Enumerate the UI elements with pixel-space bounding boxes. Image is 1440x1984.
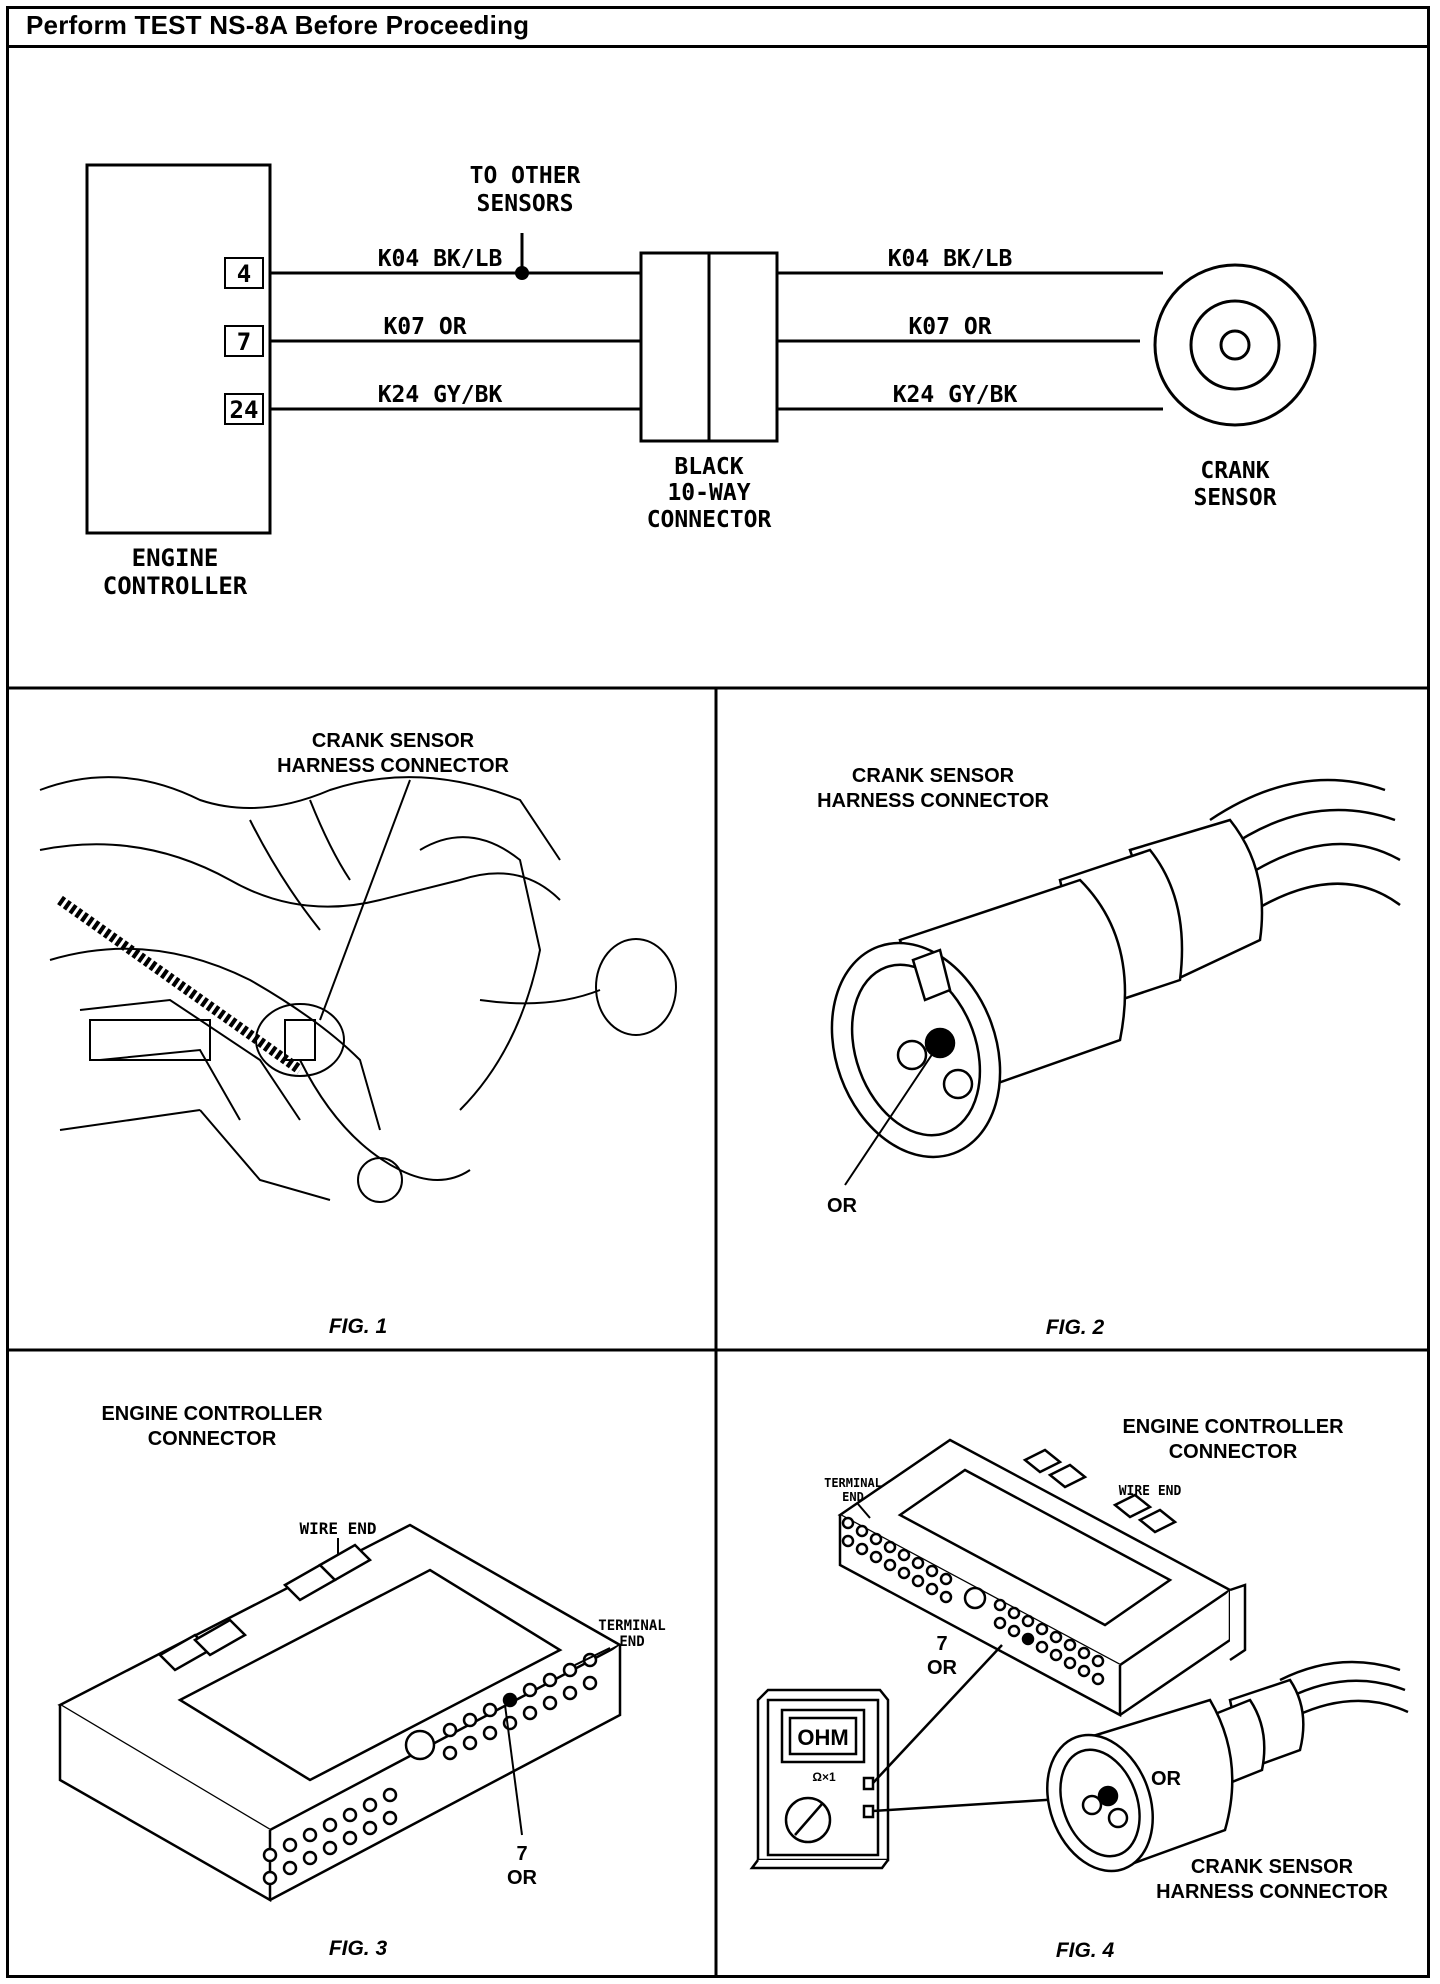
- crank-sensor-center: [1219, 329, 1251, 361]
- controller-label-1: ENGINE: [132, 544, 219, 572]
- ohmmeter: [749, 1688, 890, 1870]
- fig4-caption: FIG. 4: [1056, 1939, 1115, 1962]
- splice-dot: [515, 266, 529, 280]
- fig3-pin-label: OR: [507, 1867, 538, 1889]
- fig1-leader: [319, 779, 411, 1021]
- fig3-caption: FIG. 3: [329, 1937, 388, 1960]
- meter-jack-2: [862, 1804, 875, 1819]
- fig2-caption: FIG. 2: [1046, 1316, 1105, 1339]
- fig3-pin-num: 7: [516, 1843, 527, 1865]
- fig3-label-1: ENGINE CONTROLLER: [101, 1403, 323, 1425]
- engine-illustration: [39, 776, 677, 1203]
- fig4-controller-connector: [837, 1438, 1247, 1718]
- fig4-terminal-1: TERMINAL: [824, 1476, 882, 1490]
- meter-display-text: OHM: [797, 1725, 848, 1750]
- fig4-sensor-pin-label: OR: [1151, 1768, 1182, 1790]
- fig4-crank-connector: [1046, 1660, 1409, 1873]
- fig2-label-2: HARNESS CONNECTOR: [817, 790, 1049, 812]
- fig4-pin-grid: [841, 1516, 1105, 1686]
- fig3-terminal-1: TERMINAL: [598, 1618, 665, 1634]
- fig3-pin-grid: [262, 1652, 598, 1886]
- fig3-terminal-leader: [574, 1647, 611, 1666]
- controller-connector-illustration: [57, 1523, 623, 1903]
- crank-sensor-ring: [1189, 299, 1281, 391]
- wire-label-k07-left: K07 OR: [383, 314, 466, 340]
- pin-24-box: [224, 393, 264, 425]
- wire-label-k04-right: K04 BK/LB: [888, 246, 1013, 272]
- fig1-caption: FIG. 1: [329, 1315, 387, 1338]
- pin-7-label: 7: [237, 328, 251, 356]
- fig4-label-2: CONNECTOR: [1169, 1441, 1298, 1463]
- crank-connector-illustration: [830, 778, 1401, 1159]
- fig4-pin-num: 7: [936, 1633, 947, 1655]
- fig1-label-2: HARNESS CONNECTOR: [277, 755, 509, 777]
- fig4-pin-label: OR: [927, 1657, 958, 1679]
- fig4-label-1: ENGINE CONTROLLER: [1122, 1416, 1344, 1438]
- connector-label-3: CONNECTOR: [647, 507, 772, 533]
- fig3-panel: ENGINE CONTROLLER CONNECTOR WIRE END TER…: [57, 1403, 666, 1960]
- fig2-pin-label: OR: [827, 1195, 858, 1217]
- fig4-sensor-label-1: CRANK SENSOR: [1191, 1856, 1354, 1878]
- fig3-label-2: CONNECTOR: [148, 1428, 277, 1450]
- page-title: Perform TEST NS-8A Before Proceeding: [26, 10, 530, 40]
- crank-sensor-body: [1153, 263, 1317, 427]
- wiring-schematic: 4 7 24 ENGINE CONTROLLER K04 BK/LB K07 O…: [85, 163, 1317, 600]
- wire-label-k24-right: K24 GY/BK: [893, 382, 1018, 408]
- page-frame: [6, 6, 1430, 1978]
- fig4-terminal-leader: [857, 1503, 871, 1519]
- fig4-sensor-label-2: HARNESS CONNECTOR: [1156, 1881, 1388, 1903]
- fig1-label-1: CRANK SENSOR: [312, 730, 475, 752]
- fig1-panel: CRANK SENSOR HARNESS CONNECTOR FIG. 1: [39, 730, 677, 1338]
- connector-label-2: 10-WAY: [667, 480, 750, 506]
- meter-range: Ω×1: [812, 1770, 836, 1784]
- pin-24-label: 24: [230, 396, 259, 424]
- fig2-label-1: CRANK SENSOR: [852, 765, 1015, 787]
- pin-4-box: [224, 257, 264, 289]
- meter-jack-1: [862, 1776, 875, 1791]
- splice-label-2: SENSORS: [477, 191, 574, 217]
- controller-label-2: CONTROLLER: [103, 572, 248, 600]
- fig4-panel: ENGINE CONTROLLER CONNECTOR TERMINAL END…: [749, 1416, 1409, 1962]
- fig4-terminal-2: END: [842, 1490, 864, 1504]
- engine-controller-box: [85, 163, 272, 535]
- wire-label-k07-right: K07 OR: [908, 314, 991, 340]
- splice-label-1: TO OTHER: [470, 163, 581, 189]
- connector-label-1: BLACK: [674, 454, 743, 480]
- fig3-terminal-2: END: [619, 1634, 644, 1650]
- fig2-leader: [844, 1049, 936, 1186]
- fig4-wire-end: WIRE END: [1119, 1484, 1182, 1499]
- wire-label-k04-left: K04 BK/LB: [378, 246, 503, 272]
- title-bar: Perform TEST NS-8A Before Proceeding: [6, 6, 1430, 48]
- wire-label-k24-left: K24 GY/BK: [378, 382, 503, 408]
- sensor-label-1: CRANK: [1200, 458, 1269, 484]
- sensor-label-2: SENSOR: [1193, 485, 1276, 511]
- meter-lead-1: [872, 1644, 1003, 1784]
- fig2-panel: CRANK SENSOR HARNESS CONNECTOR OR FIG. 2: [817, 765, 1401, 1339]
- pin-4-label: 4: [237, 260, 251, 288]
- fig3-wire-end: WIRE END: [299, 1519, 376, 1538]
- pin-7-box: [224, 325, 264, 357]
- fig3-pin-leader: [504, 1704, 523, 1836]
